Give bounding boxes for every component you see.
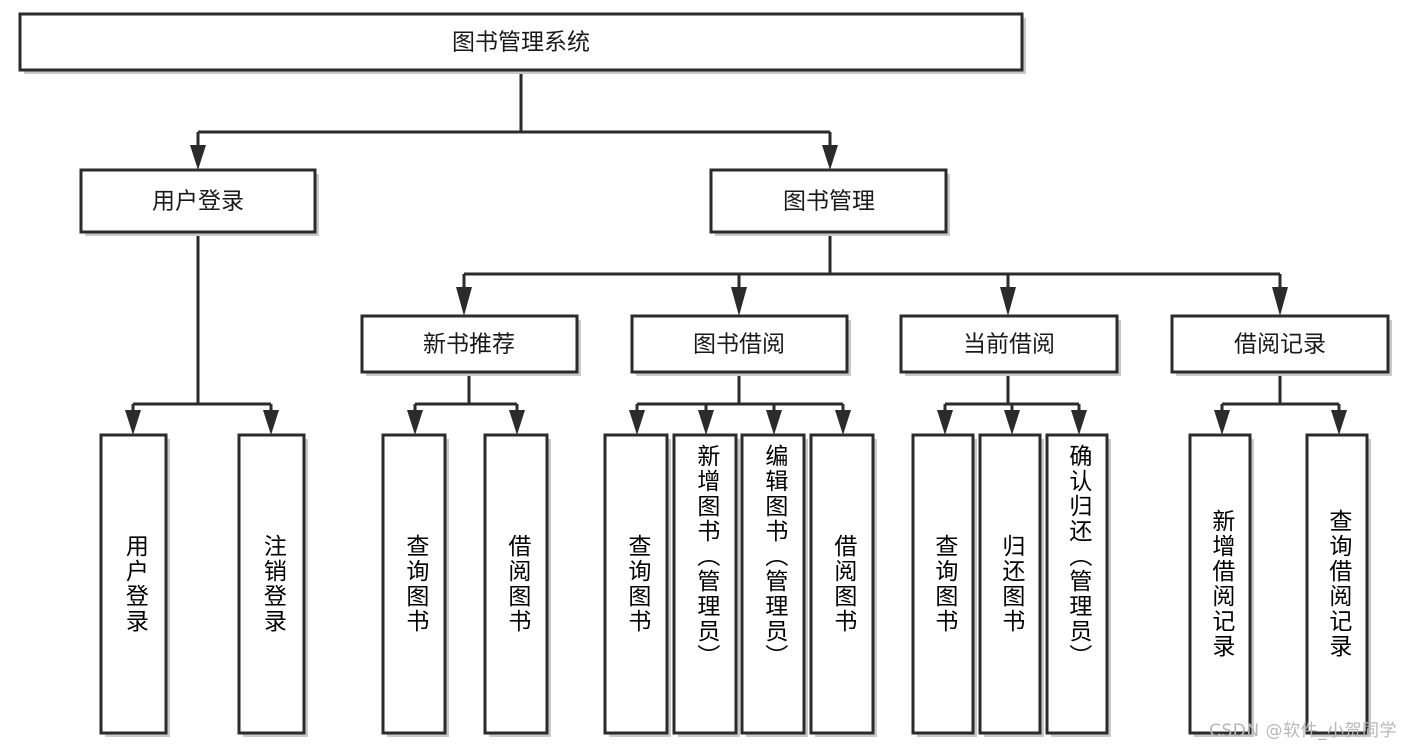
arrow-head-leaf-query-book-2 [629, 410, 645, 435]
node-leaf-return-book[interactable] [978, 433, 1042, 735]
label-layer: 图书管理系统 用户登录 图书管理 新书推荐 图书借阅 当前借阅 借阅记录 [152, 30, 1326, 358]
node-leaf-user-logout[interactable] [237, 433, 306, 735]
arrow-head-leaf-query-book-1 [407, 410, 423, 435]
node-leaf-user-login[interactable] [99, 433, 168, 735]
node-leaf-query-book-3[interactable] [911, 433, 975, 735]
node-leaf-borrow-book-1[interactable] [483, 433, 549, 735]
node-book-manage[interactable] [709, 168, 948, 234]
node-leaf-query-book-2[interactable] [603, 433, 669, 735]
node-leaf-query-record[interactable] [1305, 433, 1369, 735]
node-borrow-record-label: 借阅记录 [1234, 332, 1326, 358]
arrow-head-leaf-query-record [1331, 410, 1347, 435]
arrow-head-current-borrow [1000, 287, 1016, 316]
arrow-head-leaf-user-login [125, 410, 141, 435]
arrow-head-leaf-user-logout [263, 410, 279, 435]
box-layer [18, 12, 1390, 735]
node-leaf-add-book[interactable] [672, 433, 738, 735]
node-book-manage-label: 图书管理 [783, 189, 875, 215]
watermark-text: CSDN @软件_小贺同学 [1209, 721, 1397, 741]
arrow-head-new-book-rec [456, 287, 472, 316]
node-leaf-add-record[interactable] [1188, 433, 1252, 735]
node-book-borrow-label: 图书借阅 [693, 332, 785, 358]
node-leaf-edit-book[interactable] [740, 433, 806, 735]
node-user-login[interactable] [79, 168, 317, 234]
arrow-head-leaf-confirm-return [1071, 410, 1087, 435]
arrow-head-leaf-return-book [1004, 410, 1020, 435]
arrow-head-leaf-edit-book [766, 410, 782, 435]
node-leaf-borrow-book-2[interactable] [809, 433, 875, 735]
node-new-book-rec[interactable] [360, 314, 579, 374]
node-book-borrow[interactable] [630, 314, 849, 374]
arrow-head-borrow-record [1272, 287, 1288, 316]
arrow-head-leaf-add-book [698, 410, 714, 435]
node-current-borrow-label: 当前借阅 [963, 332, 1055, 358]
arrow-head-leaf-add-record [1214, 410, 1230, 435]
connector-layer [125, 71, 1347, 435]
arrow-head-book-borrow [731, 287, 747, 316]
node-leaf-confirm-return[interactable] [1045, 433, 1109, 735]
node-leaf-query-book-1[interactable] [381, 433, 447, 735]
arrow-head-leaf-borrow-book-2 [835, 410, 851, 435]
arrow-head-book-manage [822, 145, 838, 170]
node-current-borrow[interactable] [899, 314, 1119, 374]
node-borrow-record[interactable] [1170, 314, 1390, 374]
node-user-login-label: 用户登录 [152, 189, 244, 215]
arrow-head-leaf-query-book-3 [937, 410, 953, 435]
arrow-head-leaf-borrow-book-1 [509, 410, 525, 435]
node-new-book-rec-label: 新书推荐 [423, 332, 515, 358]
arrow-head-user-login [190, 145, 206, 170]
node-root[interactable] [18, 12, 1024, 72]
node-root-label: 图书管理系统 [452, 30, 590, 56]
